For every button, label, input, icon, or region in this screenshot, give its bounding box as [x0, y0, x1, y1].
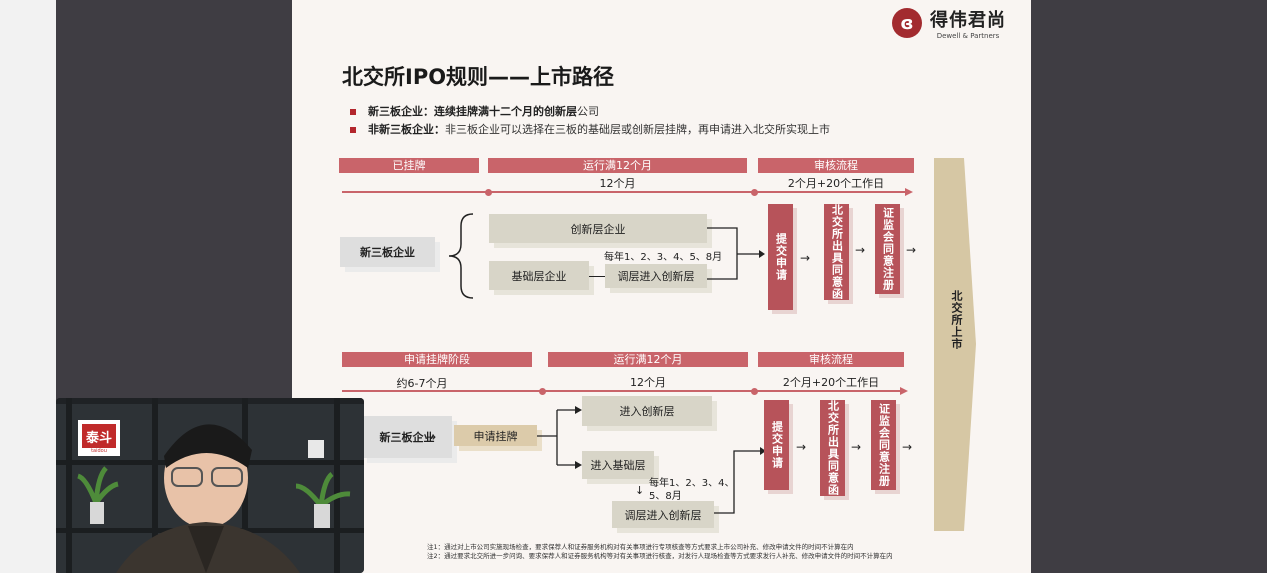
s1-merge-arrow-icon — [707, 227, 765, 280]
footnote-1: 注1：通过对上市公司实施现场检查，要求保荐人和证券服务机构对有关事项进行专项核查… — [427, 543, 854, 551]
s1-timeline — [342, 191, 907, 193]
arrow-right-icon: → — [796, 440, 807, 454]
s1-move-box: 调层进入创新层 — [605, 264, 707, 288]
s1-duration-review: 2个月+20个工作日 — [787, 177, 885, 190]
s1-months-note: 每年1、2、3、4、5、8月 — [604, 252, 723, 263]
bullet-2: 非新三板企业：非三板企业可以选择在三板的基础层或创新层挂牌，再申请进入北交所实现… — [350, 121, 830, 137]
bullet-2-label: 非新三板企业： — [368, 123, 445, 136]
s2-start-box: 新三板企业 — [362, 416, 452, 458]
webcam-video: 泰斗 taidou — [56, 398, 364, 573]
logo-name: 得伟君尚 — [930, 10, 1006, 31]
s2-timeline-dot — [539, 388, 546, 395]
s2-duration-running: 12个月 — [630, 376, 666, 389]
curly-brace-icon — [448, 213, 474, 299]
s1-timeline-dot — [751, 189, 758, 196]
left-margin — [0, 0, 56, 573]
s1-header-review: 审核流程 — [758, 158, 914, 173]
arrow-right-icon: → — [851, 440, 862, 454]
bullet-2-text: 非三板企业可以选择在三板的基础层或创新层挂牌，再申请进入北交所实现上市 — [445, 123, 830, 136]
s2-split-arrow-icon — [537, 406, 582, 469]
s2-duration-apply: 约6-7个月 — [396, 377, 448, 390]
arrow-down-icon: ↓ — [635, 484, 645, 497]
bullet-1: 新三板企业：连续挂牌满十二个月的创新层公司 — [350, 103, 599, 119]
arrow-right-icon: → — [855, 243, 866, 257]
webcam-scene-image — [56, 398, 364, 573]
s2-timeline — [342, 390, 902, 392]
logo-icon: ɞ — [892, 8, 922, 38]
s1-basic-box: 基础层企业 — [489, 261, 589, 290]
s1-start-box: 新三板企业 — [340, 237, 435, 267]
slide-title: 北交所IPO规则——上市路径 — [342, 65, 615, 89]
s2-step-registration: 证监会同意注册 — [871, 400, 896, 490]
s1-header-listed: 已挂牌 — [339, 158, 479, 173]
s2-innovation-box: 进入创新层 — [582, 396, 712, 426]
arrow-right-icon: → — [426, 430, 437, 444]
s2-move-box: 调层进入创新层 — [612, 501, 714, 528]
s2-basic-box: 进入基础层 — [582, 451, 654, 479]
right-background — [1031, 0, 1267, 573]
s2-header-running: 运行满12个月 — [548, 352, 748, 367]
s2-months-note-2: 5、8月 — [649, 491, 682, 502]
s1-innovation-box: 创新层企业 — [489, 214, 707, 243]
s1-step-submit: 提交申请 — [768, 204, 793, 310]
footnote-2: 注2：通过要求北交所进一步问询、要求保荐人和证券服务机构等对有关事项进行核查，对… — [427, 552, 893, 560]
bullet-1-text: 公司 — [577, 105, 599, 118]
s1-step-registration: 证监会同意注册 — [875, 204, 900, 294]
presentation-slide: ɞ 得伟君尚 Dewell & Partners 北交所IPO规则——上市路径 … — [292, 0, 1031, 573]
arrow-right-icon: → — [906, 243, 917, 257]
s1-timeline-dot — [485, 189, 492, 196]
s1-timeline-arrow-icon — [905, 188, 913, 196]
bullet-1-label: 新三板企业： — [368, 105, 434, 118]
arrow-right-icon: → — [800, 251, 811, 265]
webcam-sign-text: 泰斗 — [85, 431, 112, 446]
final-label: 北交所上市 — [950, 290, 963, 350]
webcam-sign-subtext: taidou — [91, 448, 107, 454]
s2-timeline-arrow-icon — [900, 387, 908, 395]
s2-merge-arrow-icon — [714, 447, 766, 514]
logo-subtitle: Dewell & Partners — [936, 32, 1000, 40]
company-logo: ɞ 得伟君尚 Dewell & Partners — [892, 6, 1006, 40]
s2-months-note-1: 每年1、2、3、4、 — [649, 478, 735, 489]
s2-step-submit: 提交申请 — [764, 400, 789, 490]
s2-header-review: 审核流程 — [758, 352, 904, 367]
s2-header-apply: 申请挂牌阶段 — [342, 352, 532, 367]
s1-step-approval: 北交所出具同意函 — [824, 204, 849, 300]
bullet-marker — [350, 127, 356, 133]
s2-step-approval: 北交所出具同意函 — [820, 400, 845, 496]
bullet-marker — [350, 109, 356, 115]
arrow-right-icon: → — [902, 440, 913, 454]
s1-header-running: 运行满12个月 — [488, 158, 747, 173]
s1-connector — [589, 276, 605, 277]
s2-timeline-dot — [751, 388, 758, 395]
bullet-1-bold-text: 连续挂牌满十二个月的创新层 — [434, 105, 577, 118]
final-arrow-icon — [934, 158, 976, 531]
s2-duration-review: 2个月+20个工作日 — [782, 376, 880, 389]
s1-duration-running: 12个月 — [599, 177, 636, 190]
s2-apply-box: 申请挂牌 — [454, 425, 537, 446]
